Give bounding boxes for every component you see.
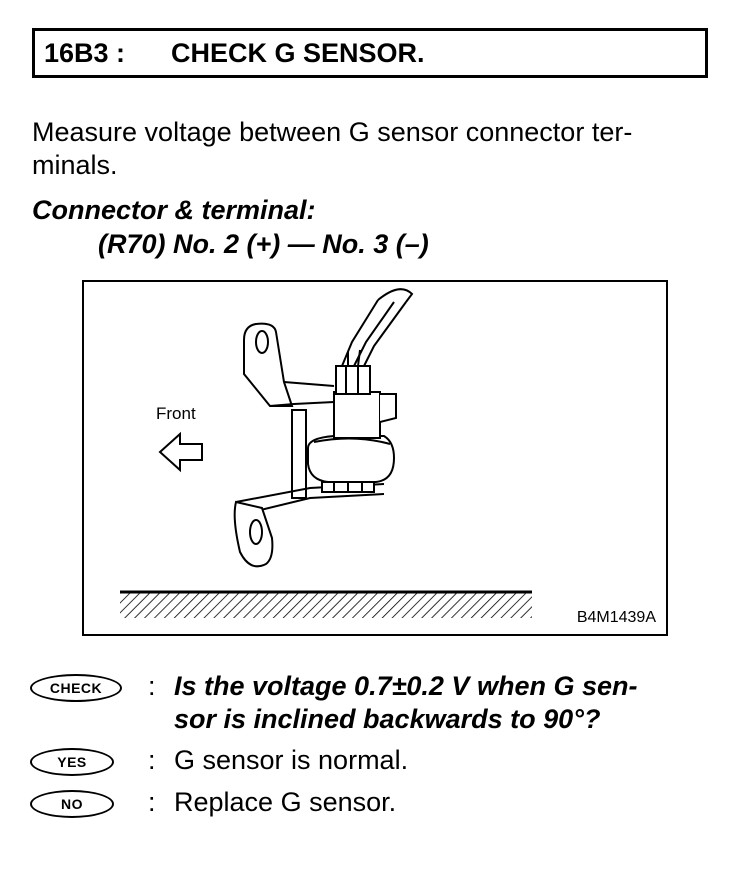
- yes-result-text: G sensor is normal.: [174, 745, 409, 775]
- check-colon: :: [148, 671, 156, 701]
- figure-code: B4M1439A: [576, 609, 656, 626]
- connector-terminal-value: (R70) No. 2 (+) — No. 3 (–): [98, 229, 429, 259]
- instruction-paragraph: Measure voltage between G sensor connect…: [32, 116, 722, 182]
- instruction-line-2: minals.: [32, 150, 118, 180]
- check-badge: CHECK: [30, 674, 122, 702]
- procedure-code: 16B3 :: [44, 38, 126, 68]
- yes-badge: YES: [30, 748, 114, 776]
- mounting-bracket: [233, 322, 385, 568]
- no-badge: NO: [30, 790, 114, 818]
- connector-heading: Connector & terminal:: [32, 195, 316, 225]
- check-question-line-1: Is the voltage 0.7±0.2 V when G sen-: [174, 671, 638, 701]
- procedure-title-box: 16B3 : CHECK G SENSOR.: [32, 28, 708, 78]
- sensor-body: [307, 365, 397, 493]
- check-question-line-2: sor is inclined backwards to 90°?: [174, 704, 601, 734]
- left-arrow-icon: [158, 431, 203, 473]
- sensor-harness: [341, 288, 414, 367]
- instruction-line-1: Measure voltage between G sensor connect…: [32, 117, 633, 147]
- g-sensor-illustration: Front B4M1439A: [82, 280, 668, 636]
- procedure-title: CHECK G SENSOR.: [171, 38, 425, 68]
- front-label: Front: [156, 404, 196, 423]
- yes-colon: :: [148, 745, 156, 775]
- ground-hatch: [120, 590, 532, 618]
- no-result-text: Replace G sensor.: [174, 787, 397, 817]
- no-colon: :: [148, 787, 156, 817]
- g-sensor-drawing: [120, 288, 532, 618]
